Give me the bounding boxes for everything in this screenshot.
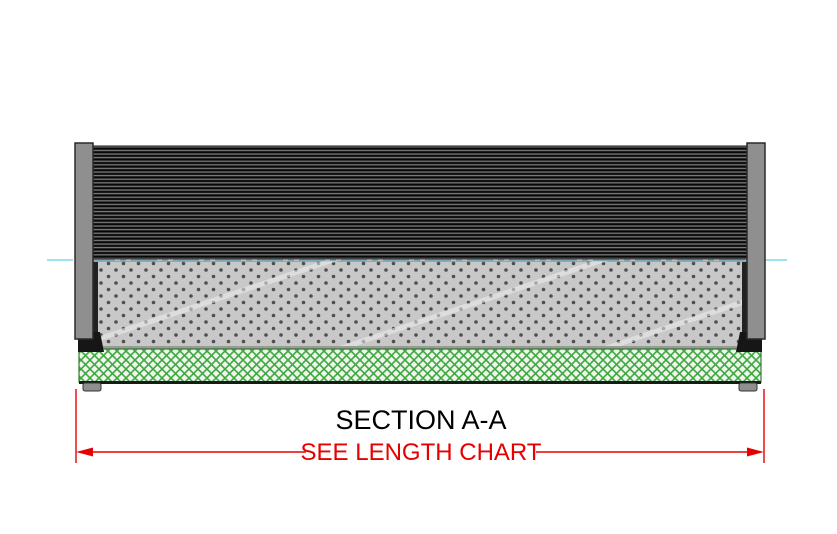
mesh-band [78, 348, 762, 383]
inner-seal-strip-left [90, 262, 98, 334]
length-chart-note: SEE LENGTH CHART [301, 439, 542, 466]
core-mesh-spacer [93, 346, 747, 349]
section-label: SECTION A-A [335, 405, 506, 435]
bottom-strip [79, 381, 761, 384]
end-cap-left [74, 142, 94, 340]
foot-right [738, 382, 758, 392]
core-seam-streaks [93, 261, 747, 347]
arrowhead-left-icon [76, 447, 93, 457]
foot-left [82, 382, 102, 392]
pleated-media [92, 145, 748, 260]
arrowhead-right-icon [747, 447, 764, 457]
end-cap-right [746, 142, 766, 340]
inner-seal-strip-right [742, 262, 750, 334]
